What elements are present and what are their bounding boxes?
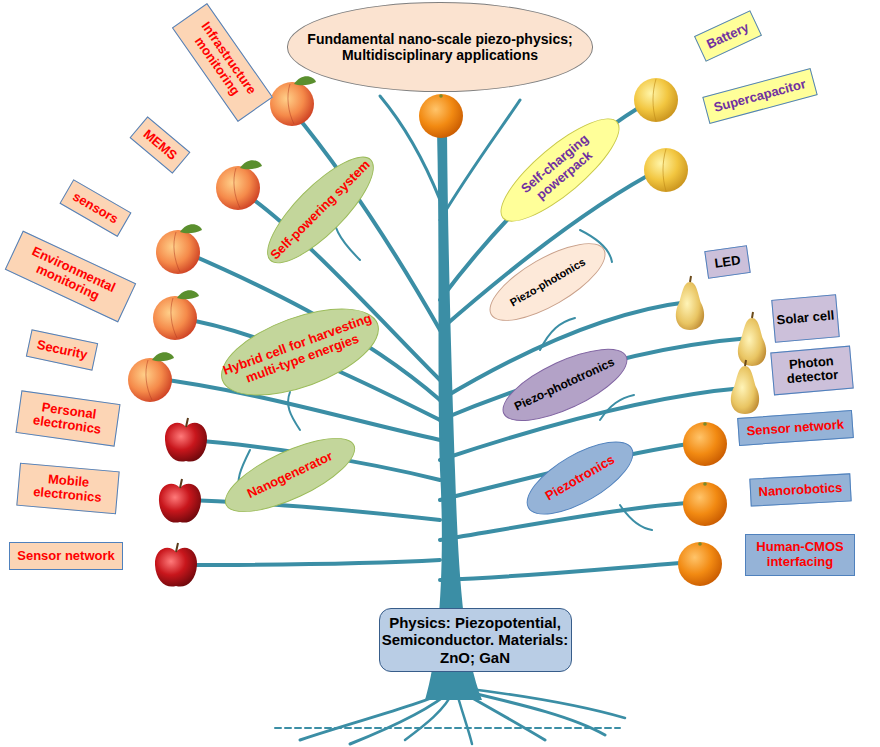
node-text: Supercapacitor <box>712 77 807 116</box>
apple-fruit <box>165 418 207 462</box>
twig <box>540 318 575 350</box>
node-text: Nanogenerator <box>245 449 335 502</box>
node-text: Piezo-phototronics <box>513 356 617 414</box>
application-box: Battery <box>694 10 762 61</box>
node-text: Human-CMOS interfacing <box>746 540 854 570</box>
application-box: Sensor network <box>9 542 124 570</box>
node-text: Personal electronics <box>17 396 118 439</box>
node-text: Security <box>35 337 88 362</box>
branch-oval: Hybrid cell for harvesting multi-type en… <box>210 291 390 414</box>
node-text: Battery <box>705 20 752 52</box>
node-text: LED <box>713 253 741 271</box>
application-box: Security <box>26 329 99 371</box>
node-text: Sensor network <box>17 549 115 564</box>
application-box: Infrastructure monitoring <box>171 3 272 122</box>
branch-oval: Nanogenerator <box>215 423 364 527</box>
branch-oval: Piezo-photonics <box>479 228 617 335</box>
node-text: Hybrid cell for harvesting multi-type en… <box>218 310 383 394</box>
node-text: MEMS <box>140 127 179 164</box>
node-text: Infrastructure monitoring <box>177 7 266 117</box>
application-box: sensors <box>59 179 131 237</box>
peach-fruit <box>153 290 199 340</box>
fruits <box>128 76 766 586</box>
branch-oval: Self-charging powerpack <box>487 103 633 236</box>
node-text: Nanorobotics <box>758 480 842 499</box>
branch-oval: Piezotronics <box>516 427 644 529</box>
application-box: Nanorobotics <box>749 473 851 506</box>
application-box: MEMS <box>130 116 191 173</box>
node-text: Photon detector <box>772 352 852 389</box>
application-box: Mobile electronics <box>16 462 119 513</box>
peach-fruit <box>156 224 202 274</box>
node-text: Mobile electronics <box>18 469 118 507</box>
twig <box>620 505 652 530</box>
twig <box>288 392 300 430</box>
orange-fruit <box>683 422 727 466</box>
plum-fruit <box>644 148 688 192</box>
top-ellipse: Fundamental nano-scale piezo-physics; Mu… <box>287 2 592 91</box>
orange-fruit <box>678 542 722 586</box>
plum-fruit <box>634 78 678 122</box>
node-text: Piezo-photonics <box>508 255 588 308</box>
node-text: Piezotronics <box>543 452 617 504</box>
pear-fruit <box>738 312 766 366</box>
tree-branches <box>152 96 750 744</box>
branch <box>178 560 440 565</box>
physics-box: Physics: Piezopotential, Semiconductor. … <box>379 608 572 673</box>
application-box: Sensor network <box>737 410 853 446</box>
twig <box>600 395 634 420</box>
node-text: Fundamental nano-scale piezo-physics; Mu… <box>288 31 591 63</box>
branch <box>440 562 698 580</box>
node-text: Environmental monitoring <box>8 236 132 315</box>
node-text: Physics: Piezopotential, Semiconductor. … <box>380 614 571 666</box>
branch-oval: Piezo-phototronics <box>493 335 636 436</box>
apple-fruit <box>159 479 201 523</box>
peach-fruit <box>216 160 262 210</box>
pear-fruit <box>676 276 704 330</box>
application-box: Environmental monitoring <box>4 230 135 322</box>
root <box>462 688 625 718</box>
application-box: Supercapacitor <box>702 68 817 124</box>
orange-fruit <box>419 94 463 138</box>
peach-fruit <box>128 352 174 402</box>
application-box: Solar cell <box>771 294 839 342</box>
application-box: LED <box>704 245 750 279</box>
node-text: Solar cell <box>776 308 835 328</box>
orange-fruit <box>683 482 727 526</box>
node-text: sensors <box>70 189 121 227</box>
node-text: Self-powering system <box>267 157 373 263</box>
pear-fruit <box>731 360 759 414</box>
node-text: Sensor network <box>746 417 844 439</box>
application-box: Personal electronics <box>16 390 121 446</box>
application-box: Photon detector <box>770 345 853 395</box>
ground-line <box>275 727 620 729</box>
node-text: Self-charging powerpack <box>494 111 627 229</box>
apple-fruit <box>155 543 197 587</box>
branch-oval: Self-powering system <box>253 143 388 278</box>
branch <box>182 500 440 520</box>
application-box: Human-CMOS interfacing <box>745 534 855 577</box>
peach-fruit <box>270 76 316 126</box>
